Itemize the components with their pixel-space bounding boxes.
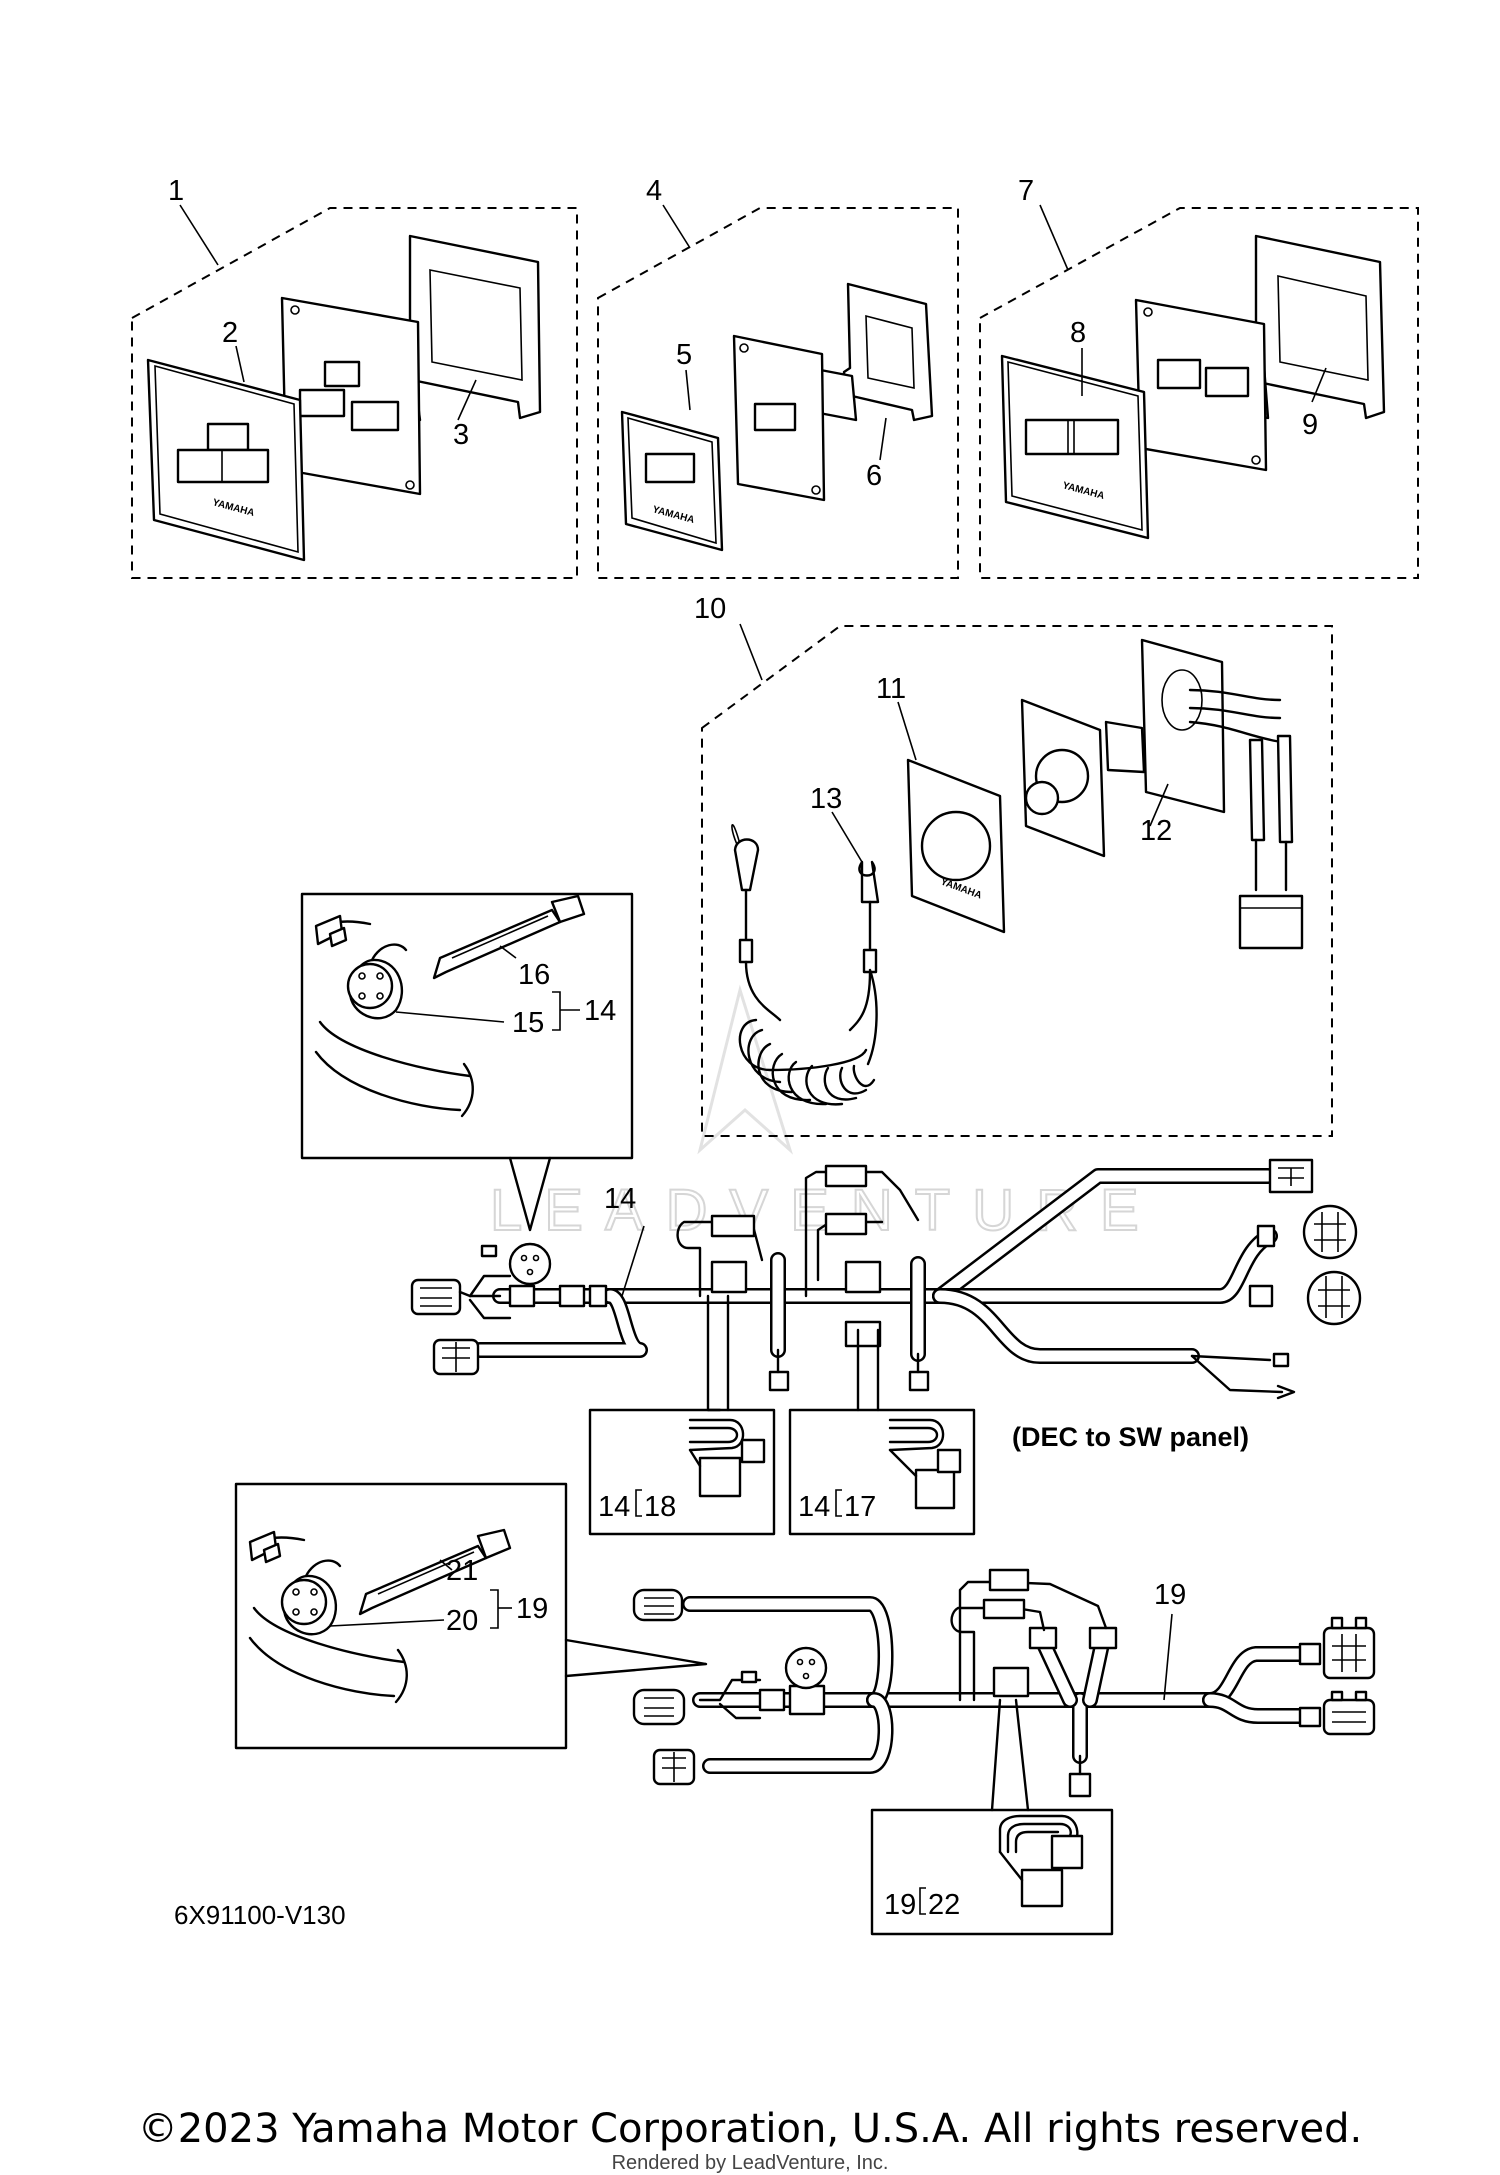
inset-14-17-parent: 14 xyxy=(798,1491,830,1523)
callout-2: 2 xyxy=(222,317,238,349)
diagram-code: 6X91100-V130 xyxy=(174,1900,346,1930)
callout-10: 10 xyxy=(694,593,726,625)
callout-21: 21 xyxy=(446,1555,478,1587)
gasket-6 xyxy=(842,282,934,422)
callout-19-detail: 19 xyxy=(516,1593,548,1625)
callout-15: 15 xyxy=(512,1007,544,1039)
panel-cover-8: YAMAHA xyxy=(1000,354,1150,540)
wire-harness-19: 19 xyxy=(632,1568,1376,1798)
inset-14-18-parent: 14 xyxy=(598,1491,630,1523)
copyright-notice: ©2023 Yamaha Motor Corporation, U.S.A. A… xyxy=(137,2106,1363,2152)
callout-11: 11 xyxy=(876,673,906,705)
group-10-stop-switch-kit: 10 YAMAHA 11 12 xyxy=(694,593,1333,1137)
inset-19-22-part: 22 xyxy=(928,1889,960,1921)
group-4-single-switch-kit: 4 6 YAMAHA 5 xyxy=(597,175,959,579)
panel-cover-2: YAMAHA xyxy=(146,358,306,562)
inset-19-22-parent: 19 xyxy=(884,1889,916,1921)
callout-6: 6 xyxy=(866,460,882,492)
callout-19-harness: 19 xyxy=(1154,1579,1186,1611)
switch-housing-4 xyxy=(732,334,858,502)
lanyard-cord-13 xyxy=(731,824,880,1106)
callout-3: 3 xyxy=(453,419,469,451)
callout-16: 16 xyxy=(518,959,550,991)
switch-housing-7 xyxy=(1134,298,1270,472)
group-1-panel-kit: 1 3 YAMAHA 2 xyxy=(131,175,578,579)
callout-4: 4 xyxy=(646,175,662,207)
callout-20: 20 xyxy=(446,1605,478,1637)
callout-1: 1 xyxy=(168,175,184,207)
group-7-dual-switch-kit: 7 9 YAMAHA 8 xyxy=(979,175,1419,579)
panel-cover-5: YAMAHA xyxy=(620,410,724,552)
inset-14-18-part: 18 xyxy=(644,1491,676,1523)
callout-14-harness: 14 xyxy=(604,1183,636,1215)
inset-14-17: 14 17 xyxy=(788,1328,976,1536)
callout-9: 9 xyxy=(1302,409,1318,441)
rendered-by-note: Rendered by LeadVenture, Inc. xyxy=(611,2152,889,2174)
inset-19-22: 19 22 xyxy=(870,1698,1114,1936)
detail-inset-14: 15 16 14 xyxy=(300,892,634,1232)
inset-14-18: 14 18 xyxy=(588,1294,776,1536)
dec-to-sw-panel-note: (DEC to SW panel) xyxy=(1012,1422,1249,1452)
plate-11: YAMAHA xyxy=(906,758,1006,934)
callout-5: 5 xyxy=(676,339,692,371)
callout-12: 12 xyxy=(1140,815,1172,847)
wire-harness-14: 14 xyxy=(410,1158,1362,1400)
callout-14-detail: 14 xyxy=(584,995,616,1027)
switch-body-12 xyxy=(1020,638,1304,950)
callout-13: 13 xyxy=(810,783,842,815)
callout-7: 7 xyxy=(1018,175,1034,207)
inset-14-17-part: 17 xyxy=(844,1491,876,1523)
detail-inset-19: 20 21 19 xyxy=(234,1482,708,1750)
callout-8: 8 xyxy=(1070,317,1086,349)
